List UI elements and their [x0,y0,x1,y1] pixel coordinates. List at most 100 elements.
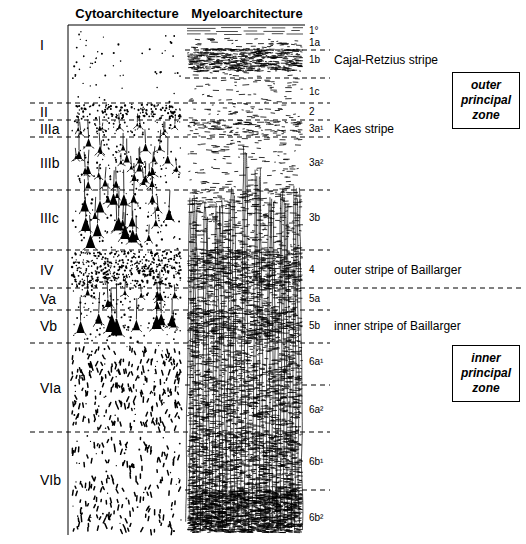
sublayer-label: 1a [309,38,320,48]
stripe-label: inner stripe of Baillarger [334,320,461,332]
cell-dots [73,311,181,343]
sublayer-label: 3a¹ [309,124,323,134]
apical-dendrites [83,271,179,311]
tangential-fibers [187,49,303,72]
sublayer-label: 1c [309,87,320,97]
zone-label: inner principal zone [457,351,515,396]
layer-label: II [40,105,48,119]
stripe-label: Kaes stripe [334,123,394,135]
apical-dendrites [79,170,175,250]
radial-fiber [297,199,299,523]
radial-fiber [271,199,273,523]
radial-fiber [220,208,223,532]
radial-fiber [207,217,209,523]
radial-fiber [252,170,256,530]
layer-boundary [185,78,330,79]
radial-fiber [260,168,264,528]
sublayer-label: 6b² [309,513,323,523]
pyramidal-cells [77,122,177,135]
layer-boundary [185,385,330,386]
radial-fiber-bundles [186,146,303,532]
radial-fiber [232,189,234,531]
stripe-label: Cajal-Retzius stripe [334,54,438,66]
pyramidal-cells [80,192,173,248]
radial-fiber [219,206,220,530]
layer-label: VIb [40,473,61,487]
apical-dendrites [75,114,178,138]
sublayer-label: 4 [309,265,315,275]
layer-label: VIa [40,381,61,395]
layer-boundaries [30,25,522,535]
layer-label: Va [40,292,56,306]
sublayer-label: 3a² [309,158,323,168]
radial-fiber [196,206,200,530]
layer-boundary [30,288,522,289]
layer-boundary [185,490,330,491]
layer-boundary [30,120,330,121]
radial-fiber [284,198,285,522]
spindle-cells [72,437,180,534]
spindle-cells [71,346,182,432]
layer-label: IV [40,263,53,277]
panel-border [68,25,69,535]
surface-fibers [187,28,303,35]
layer-label: Vb [40,319,57,333]
layer-label: IIIc [40,211,59,225]
cell-dots [72,31,181,103]
cell-dots [75,103,181,120]
radial-fiber [291,186,294,528]
sublayer-label: 3b [309,213,320,223]
radial-fiber [222,200,227,524]
radial-fiber [288,204,292,528]
apical-dendrites [74,284,178,337]
zone-label: outer principal zone [457,78,515,123]
radial-fiber [256,176,258,518]
radial-fiber [194,195,197,519]
layer-label: IIIb [40,156,59,170]
radial-fiber [189,212,191,518]
radial-fiber [299,188,303,530]
layer-boundary [30,343,330,344]
column-heading: Myeloarchitecture [191,7,302,20]
radial-fiber [230,188,232,530]
tangential-fibers [189,73,303,103]
layer-boundary [30,310,330,311]
tangential-fibers [189,104,300,118]
layer-label: I [40,38,44,52]
radial-fiber [294,188,296,530]
layer-boundary [185,50,330,51]
radial-fiber [244,152,245,530]
layer-boundary [30,103,330,104]
radial-fiber [246,153,249,531]
sublayer-label: 6a² [309,405,323,415]
sublayer-label: 2 [309,107,315,117]
radial-fiber [226,202,229,526]
sublayer-label: 6a¹ [309,357,323,367]
radial-fiber [215,211,217,517]
radial-fiber [280,188,283,530]
cytoarchitecture-panel [71,31,182,535]
column-heading: Cytoarchitecture [75,7,178,20]
layer-boundary [30,432,330,433]
sublayer-label: 1° [309,26,319,36]
radial-fiber [205,207,206,531]
radial-fiber [265,204,269,528]
cell-dots [73,288,182,309]
sublayer-label: 5b [309,321,320,331]
tangential-fibers [191,38,302,47]
apical-dendrites [72,120,181,192]
radial-fiber [192,199,193,523]
layer-boundary [30,250,330,251]
sublayer-label: 6b¹ [309,457,323,467]
radial-fiber [269,197,270,521]
radial-fiber [277,193,281,517]
layer-boundary [30,137,330,138]
pyramidal-cells [76,313,176,335]
zone-box: inner principal zone [452,345,520,402]
layer-label: IIIa [40,122,59,136]
radial-fiber [234,196,238,520]
zone-box: outer principal zone [452,72,520,129]
stripe-label: outer stripe of Baillarger [334,264,461,276]
